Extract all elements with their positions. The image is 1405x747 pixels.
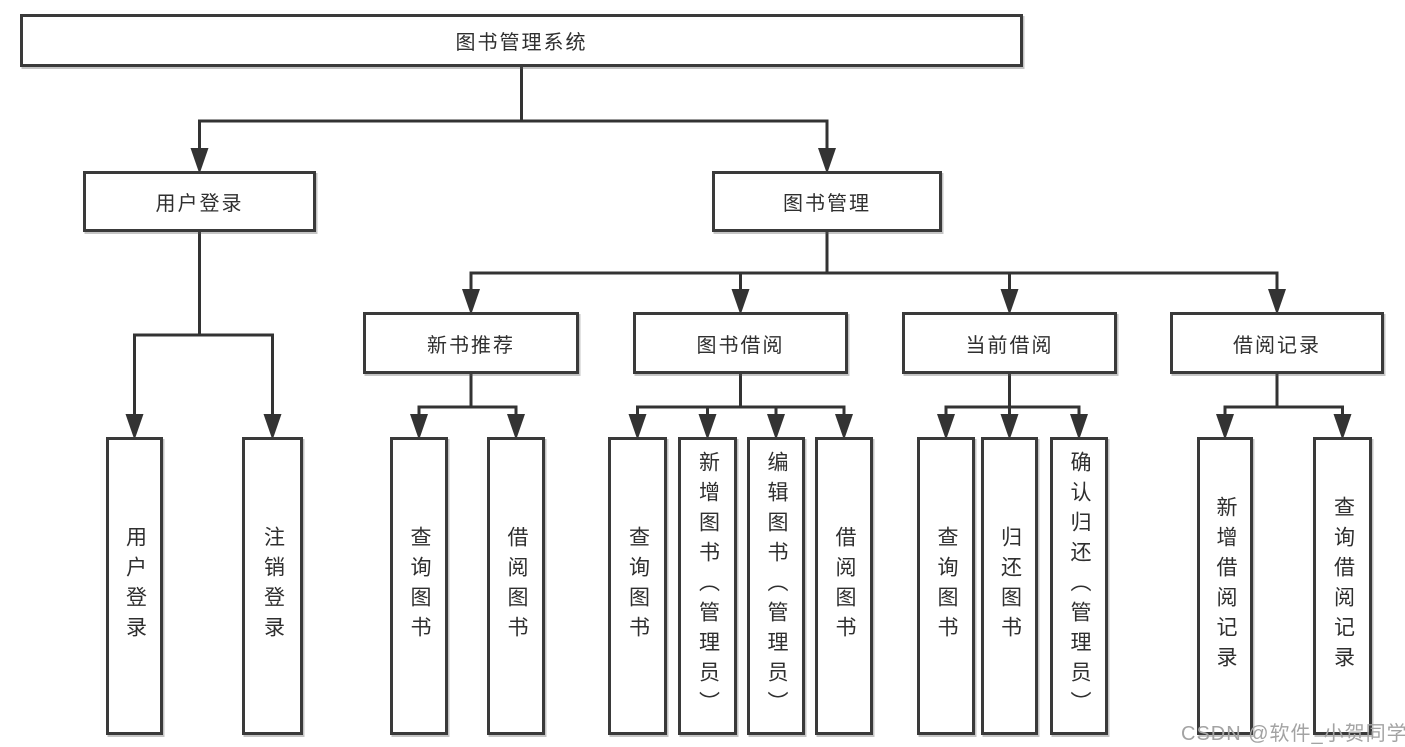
arrowhead-icon [410,414,428,440]
node-label: 确认归还（管理员） [1068,451,1092,721]
node-book-management: 图书管理 [712,171,942,232]
node-label: 新增图书（管理员） [696,451,720,721]
arrowhead-icon [1070,414,1088,440]
node-borrow-books-1: 借阅图书 [487,437,545,735]
node-library-system: 图书管理系统 [20,14,1023,67]
node-confirm-return-admin: 确认归还（管理员） [1050,437,1108,735]
arrowhead-icon [507,414,525,440]
node-query-books-1: 查询图书 [390,437,448,735]
arrowhead-icon [462,289,480,315]
node-add-books-admin: 新增图书（管理员） [678,437,737,735]
node-label: 借阅记录 [1233,334,1321,357]
node-label: 新增借阅记录 [1214,496,1238,676]
arrowhead-icon [628,414,647,440]
node-query-books-2: 查询图书 [608,437,667,735]
arrowhead-icon [698,414,717,440]
arrowhead-icon [125,414,144,440]
node-label: 当前借阅 [965,334,1054,357]
node-borrowing-records: 借阅记录 [1170,312,1384,374]
node-label: 新书推荐 [427,334,515,357]
arrowhead-icon [731,289,750,315]
node-user-login-action: 用户登录 [106,437,163,735]
node-label: 编辑图书（管理员） [765,451,789,721]
node-add-borrow-record: 新增借阅记录 [1197,437,1253,735]
node-label: 查询图书 [935,526,959,646]
arrowhead-icon [818,148,836,174]
node-user-login: 用户登录 [83,171,316,232]
node-label: 借阅图书 [505,526,529,646]
node-new-book-recommend: 新书推荐 [363,312,579,374]
arrowhead-icon [1000,414,1019,440]
node-label: 注销登录 [261,526,285,646]
node-label: 图书管理系统 [455,32,588,54]
arrowhead-icon [1333,414,1352,440]
node-label: 归还图书 [998,526,1022,646]
node-label: 图书管理 [783,193,871,215]
node-return-books: 归还图书 [981,437,1038,735]
node-label: 用户登录 [155,193,244,215]
node-query-books-3: 查询图书 [917,437,975,735]
arrowhead-icon [190,148,209,174]
watermark: CSDN @软件_小贺同学 [1181,723,1405,745]
arrowhead-icon [1268,289,1286,315]
node-current-borrowing: 当前借阅 [902,312,1117,374]
arrowhead-icon [1000,289,1019,315]
node-label: 用户登录 [123,526,147,646]
node-label: 图书借阅 [696,334,785,357]
node-borrow-books-2: 借阅图书 [815,437,873,735]
node-label: 借阅图书 [833,526,857,646]
node-query-borrow-record: 查询借阅记录 [1313,437,1372,735]
node-book-borrowing: 图书借阅 [633,312,848,374]
node-label: 查询图书 [408,526,432,646]
arrowhead-icon [263,414,282,440]
arrowhead-icon [937,414,955,440]
node-label: 查询图书 [626,526,650,646]
node-edit-books-admin: 编辑图书（管理员） [747,437,805,735]
arrowhead-icon [835,414,853,440]
node-logout: 注销登录 [242,437,303,735]
arrowhead-icon [767,414,785,440]
arrowhead-icon [1216,414,1234,440]
node-label: 查询借阅记录 [1331,496,1355,676]
